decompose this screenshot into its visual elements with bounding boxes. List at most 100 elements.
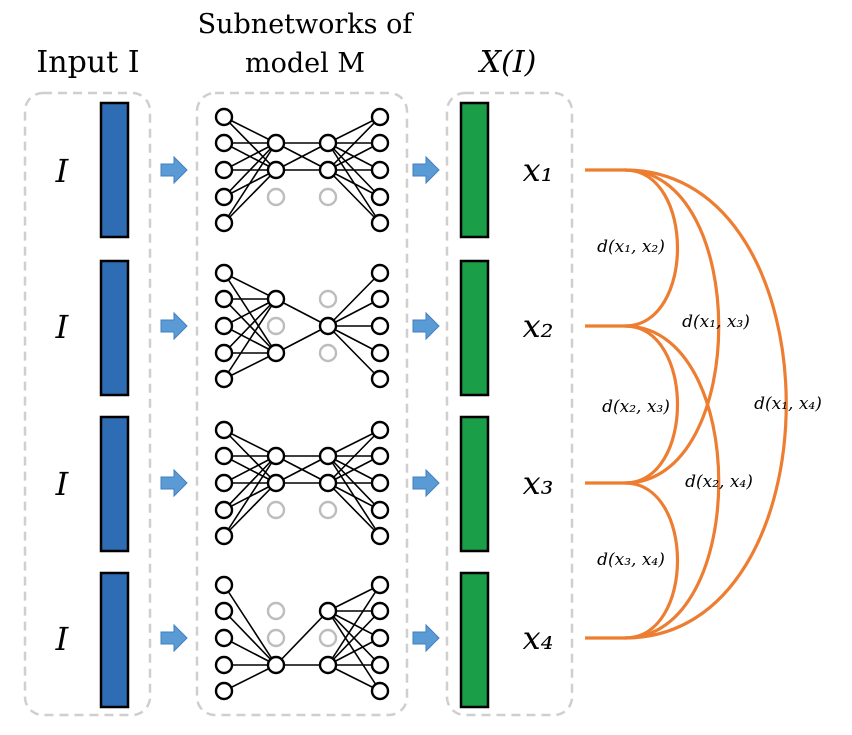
right-arrow-icon: [160, 155, 188, 185]
edge: [327, 610, 381, 666]
hidden-node-active: [318, 473, 338, 493]
edge: [327, 584, 381, 612]
hidden-node-active: [318, 655, 338, 675]
edge: [223, 482, 277, 537]
output-node: [370, 316, 390, 336]
input-bar: [99, 259, 130, 397]
edge: [327, 482, 381, 511]
edge: [223, 482, 277, 511]
input-node: [214, 420, 234, 440]
input-label: I: [55, 620, 70, 658]
edge: [327, 298, 381, 327]
edge: [223, 116, 277, 171]
edge: [223, 272, 277, 300]
edge: [223, 429, 277, 457]
right-arrow-icon: [160, 468, 188, 498]
distance-curve-x2-x4: [624, 324, 721, 640]
subnetworks-header-line2: model M: [245, 48, 365, 79]
output-label: x₄: [523, 619, 554, 657]
output-node: [370, 575, 390, 595]
edge: [223, 169, 277, 224]
output-node: [370, 107, 390, 127]
hidden-node-active: [318, 446, 338, 466]
edge: [327, 116, 381, 144]
output-node: [370, 160, 390, 180]
distance-label-x1-x4: d(x₁, x₄): [754, 394, 822, 414]
distance-labels: d(x₁, x₂) d(x₁, x₃) d(x₂, x₃) d(x₁, x₄) …: [597, 237, 822, 570]
output-node: [370, 473, 390, 493]
input-node: [214, 263, 234, 283]
edge: [327, 429, 381, 457]
output-node: [370, 655, 390, 675]
output-node: [370, 446, 390, 466]
output-node: [370, 420, 390, 440]
hidden-node-dropped: [318, 343, 338, 363]
distance-curve-x1-x2: [624, 168, 680, 328]
edge: [327, 116, 381, 171]
input-panel: [23, 91, 152, 717]
subnetworks-panel: [195, 91, 409, 717]
input-node: [214, 681, 234, 701]
input-bar: [99, 101, 130, 239]
output-bar: [459, 259, 490, 397]
right-arrow-icon: [412, 311, 440, 341]
edge: [223, 584, 277, 666]
hidden-node-active: [266, 473, 286, 493]
hidden-node-dropped: [266, 316, 286, 336]
hidden-node-dropped: [266, 500, 286, 520]
hidden-node-dropped: [266, 601, 286, 621]
output-node: [370, 601, 390, 621]
edge: [223, 429, 277, 484]
edge: [327, 169, 381, 224]
subnetwork-edges: [223, 584, 381, 692]
input-node: [214, 655, 234, 675]
distance-label-x2-x3: d(x₂, x₃): [602, 397, 670, 417]
subnetwork-edges: [223, 272, 381, 380]
hidden-node-active: [266, 160, 286, 180]
subnetwork-edges: [223, 429, 381, 537]
hidden-node-active: [318, 316, 338, 336]
edge: [223, 610, 277, 666]
hidden-node-active: [266, 343, 286, 363]
subnetwork-graph: [214, 263, 390, 389]
input-node: [214, 601, 234, 621]
input-bar: [99, 415, 130, 553]
input-label: I: [55, 152, 70, 190]
edge: [327, 455, 381, 484]
edge: [275, 325, 329, 354]
edge: [275, 142, 329, 171]
subnetwork-graph: [214, 420, 390, 546]
input-node: [214, 343, 234, 363]
output-node: [370, 628, 390, 648]
input-node: [214, 446, 234, 466]
edge: [223, 455, 277, 484]
subnetwork-nodes: [214, 420, 390, 546]
output-node: [370, 681, 390, 701]
input-node: [214, 133, 234, 153]
hidden-node-active: [266, 289, 286, 309]
input-node: [214, 575, 234, 595]
edge: [275, 455, 329, 484]
edge: [223, 325, 277, 354]
hidden-node-dropped: [318, 187, 338, 207]
hidden-node-active: [266, 655, 286, 675]
output-node: [370, 369, 390, 389]
subnetwork-nodes: [214, 107, 390, 233]
hidden-node-active: [266, 133, 286, 153]
hidden-node-dropped: [318, 628, 338, 648]
right-arrow-icon: [160, 623, 188, 653]
hidden-node-active: [266, 446, 286, 466]
output-label: x₃: [523, 464, 554, 502]
input-node: [214, 526, 234, 546]
subnetworks-header-line1: Subnetworks of: [198, 9, 415, 40]
output-node: [370, 500, 390, 520]
subnetwork-graph: [214, 575, 390, 701]
subnetwork-edges: [223, 116, 381, 224]
edge: [223, 352, 277, 380]
right-arrow-icon: [412, 623, 440, 653]
edge: [275, 298, 329, 327]
